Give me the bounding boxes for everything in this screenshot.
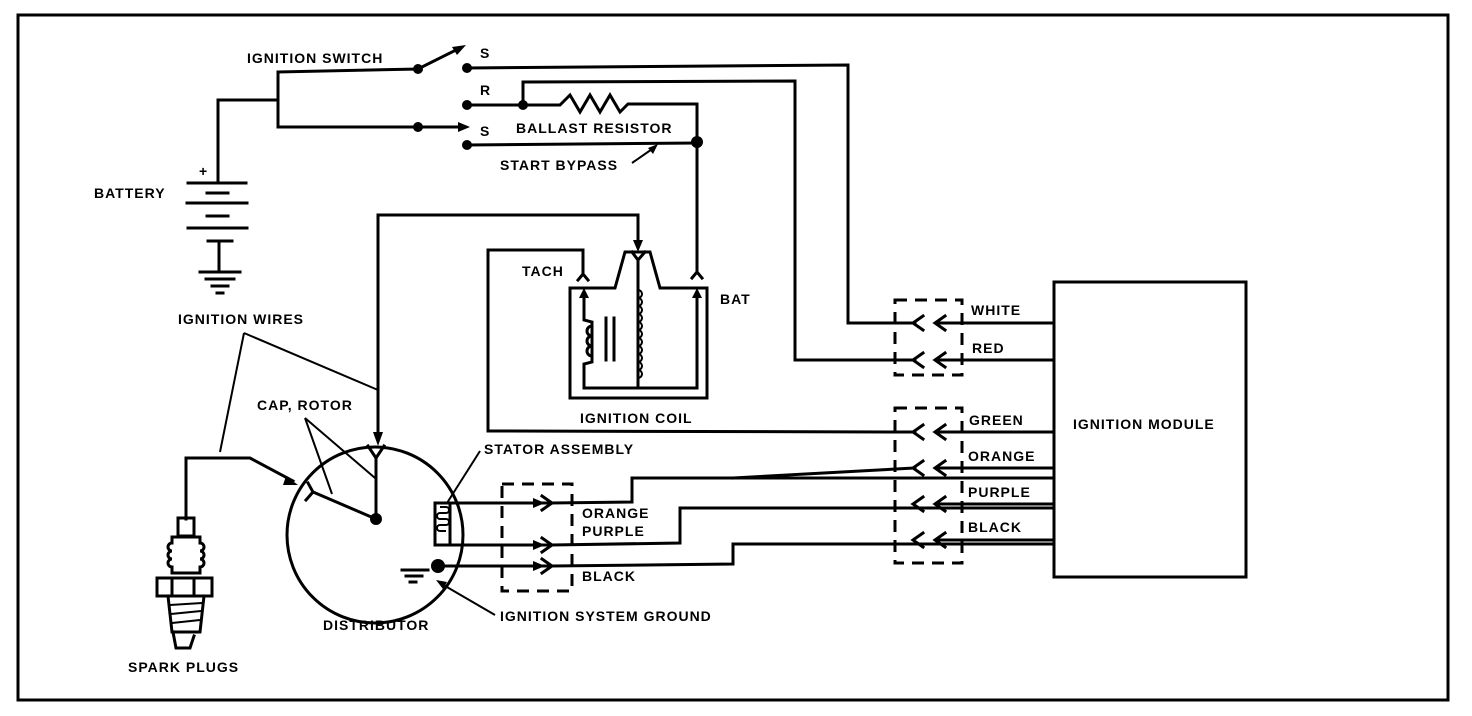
wire-start-bypass bbox=[465, 141, 699, 147]
wire-red bbox=[521, 79, 917, 362]
distributor-ground-icon bbox=[400, 568, 430, 584]
module-wire-purple-label: PURPLE bbox=[968, 484, 1031, 500]
stator-assembly-icon bbox=[433, 501, 452, 547]
dist-wire-black-label: BLACK bbox=[582, 568, 636, 584]
ignition-coil-icon bbox=[568, 249, 709, 400]
battery-label: BATTERY bbox=[94, 185, 166, 201]
switch-terminal-s-bottom-label: S bbox=[480, 123, 490, 139]
module-wire-white-label: WHITE bbox=[971, 302, 1021, 318]
module-lower-connector bbox=[893, 406, 964, 565]
ballast-resistor-label: BALLAST RESISTOR bbox=[516, 120, 673, 136]
ignition-switch bbox=[276, 45, 472, 150]
module-wire-red-label: RED bbox=[972, 340, 1005, 356]
module-connector-arrows bbox=[731, 313, 1055, 550]
switch-terminal-r-label: R bbox=[480, 82, 491, 98]
distributor-label: DISTRIBUTOR bbox=[323, 617, 429, 633]
battery-plus-label: + bbox=[199, 163, 208, 179]
ignition-wires-label: IGNITION WIRES bbox=[178, 311, 304, 327]
dist-wire-purple-label: PURPLE bbox=[582, 523, 645, 539]
module-wire-green-label: GREEN bbox=[969, 412, 1024, 428]
module-wire-orange-label: ORANGE bbox=[968, 448, 1035, 464]
diagram-frame bbox=[16, 13, 1450, 702]
distributor-icon bbox=[285, 443, 465, 625]
module-wire-black-label: BLACK bbox=[968, 519, 1022, 535]
spark-plug-icon bbox=[155, 516, 214, 650]
stator-assembly-label: STATOR ASSEMBLY bbox=[484, 441, 634, 457]
ignition-module-box bbox=[1052, 280, 1248, 579]
ignition-wires-leader bbox=[219, 332, 245, 453]
battery-symbol bbox=[185, 98, 280, 274]
start-bypass-label: START BYPASS bbox=[500, 157, 618, 173]
distributor-connector bbox=[500, 482, 574, 593]
tach-label: TACH bbox=[522, 263, 564, 279]
wire-tach-green bbox=[486, 248, 917, 434]
cap-rotor-label: CAP, ROTOR bbox=[257, 397, 353, 413]
switch-terminal-s-top-label: S bbox=[480, 45, 490, 61]
wire-coil-to-distributor bbox=[376, 213, 640, 440]
cap-rotor-leader bbox=[304, 417, 333, 495]
distributor-connector-wires bbox=[436, 476, 1055, 576]
wire-spark-plug bbox=[184, 456, 296, 521]
ignition-coil-label: IGNITION COIL bbox=[580, 410, 693, 426]
module-upper-connector bbox=[893, 298, 964, 377]
ballast-resistor-icon bbox=[521, 92, 699, 144]
stator-leader bbox=[446, 450, 481, 504]
battery-ground-icon bbox=[198, 270, 242, 295]
ignition-system-ground-label: IGNITION SYSTEM GROUND bbox=[500, 608, 712, 624]
dist-wire-orange-label: ORANGE bbox=[582, 505, 649, 521]
ground-leader bbox=[439, 582, 496, 616]
spark-plugs-label: SPARK PLUGS bbox=[128, 659, 239, 675]
cap-rotor-leader bbox=[304, 417, 376, 479]
ignition-switch-label: IGNITION SWITCH bbox=[247, 50, 383, 66]
ignition-module-label: IGNITION MODULE bbox=[1073, 416, 1215, 432]
wire-white bbox=[465, 63, 917, 325]
bat-label: BAT bbox=[720, 291, 751, 307]
ignition-wires-leader bbox=[243, 332, 379, 391]
